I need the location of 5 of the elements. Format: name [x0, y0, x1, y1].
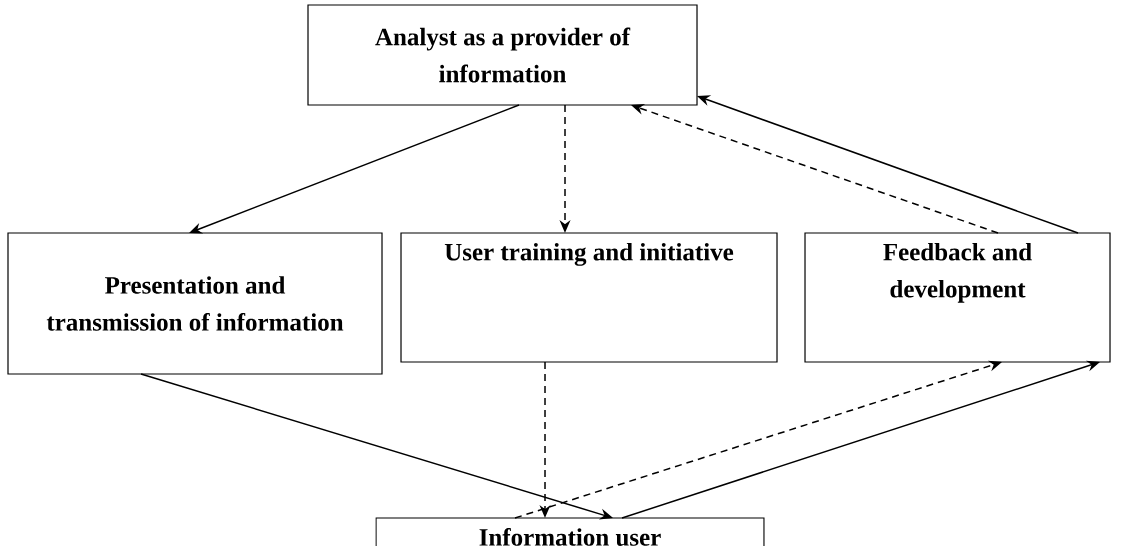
process-box: Information user	[375, 517, 765, 546]
process-box: User training and initiative	[400, 232, 778, 363]
process-box: Feedback and development	[804, 232, 1111, 363]
process-box: Analyst as a provider of information	[307, 4, 698, 106]
process-box: Presentation and transmission of information	[7, 232, 383, 375]
